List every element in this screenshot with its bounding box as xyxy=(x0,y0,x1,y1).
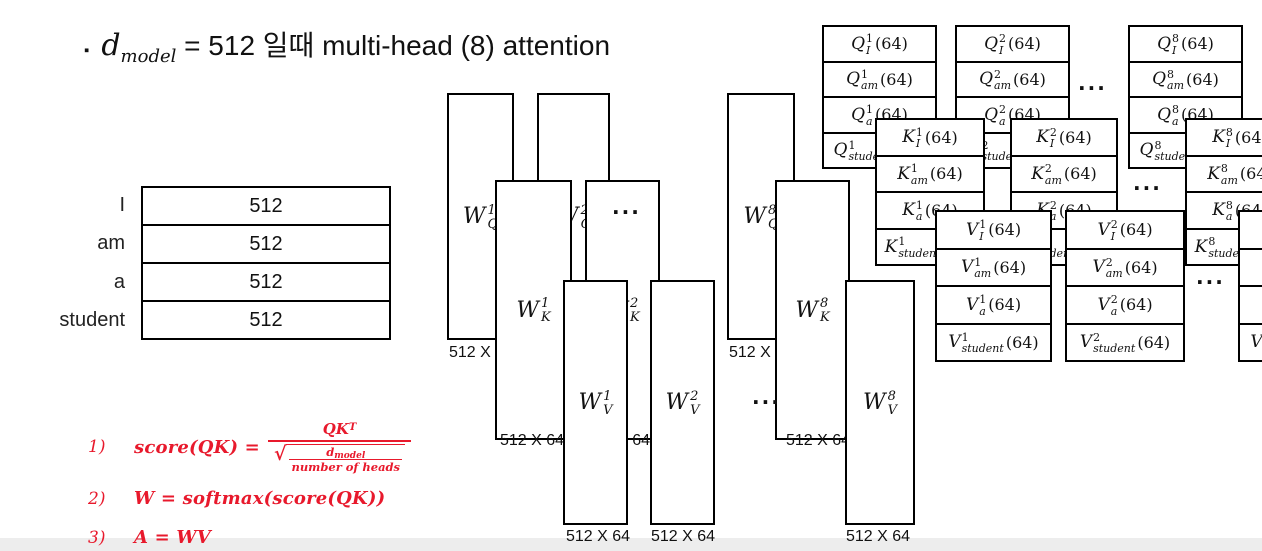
word-label: student xyxy=(59,309,125,332)
sqrt-symbol: √ xyxy=(273,443,287,465)
formula-output-text: A = WV xyxy=(134,527,211,548)
embedding-value: 512 xyxy=(249,232,283,255)
slide-title: ▪ dmodel = 512 일때 multi-head (8) attenti… xyxy=(84,24,611,67)
value-stack-head8: V8I(64)V8am(64)V8a(64) V8student(64) xyxy=(1238,210,1262,362)
title-dmodel: dmodel xyxy=(101,28,177,67)
dims-caption-wv1: 512 X 64 xyxy=(566,528,631,545)
formula-score: 1) score(QK) = QKT √ dmodel number of he… xyxy=(88,420,412,475)
formula-score-fraction: QKT √ dmodel number of heads xyxy=(267,420,412,475)
input-word-labels: I am a student xyxy=(8,186,133,340)
bottom-bar xyxy=(0,538,1262,551)
dims-caption-wk1: 512 X 64 xyxy=(500,432,565,449)
formula-output: 3) A = WV xyxy=(88,527,211,548)
matrix-cell-V8-I: V8I(64) xyxy=(1240,212,1262,250)
matrix-cell-V8-a: V8a(64) xyxy=(1240,287,1262,325)
matrix-cell-K8-I: K8I(64) xyxy=(1187,120,1262,157)
word-label: I xyxy=(119,193,125,216)
ellipsis-dots: ··· xyxy=(1196,270,1225,294)
title-text: = 512 일때 multi-head (8) attention xyxy=(176,30,611,61)
ellipsis-dots: ··· xyxy=(1078,76,1107,100)
embedding-row: 512 xyxy=(143,226,389,264)
formula-number: 2) xyxy=(88,488,106,509)
formula-score-lhs: score(QK) = xyxy=(134,436,260,458)
embedding-value: 512 xyxy=(249,308,283,331)
ellipsis-dots: ··· xyxy=(612,200,641,224)
embedding-row: 512 xyxy=(143,188,389,226)
bullet-icon: ▪ xyxy=(84,42,90,59)
embedding-value: 512 xyxy=(249,270,283,293)
embedding-value: 512 xyxy=(249,194,283,217)
formula-softmax-text: W = softmax(score(QK)) xyxy=(134,488,386,509)
embedding-table: 512 512 512 512 xyxy=(141,186,391,340)
word-label: a xyxy=(113,270,125,293)
formula-number: 1) xyxy=(88,437,106,458)
formula-softmax: 2) W = softmax(score(QK)) xyxy=(88,488,385,509)
embedding-row: 512 xyxy=(143,264,389,302)
embedding-row: 512 xyxy=(143,302,389,338)
dims-caption-wv8: 512 X 64 xyxy=(846,528,911,545)
ellipsis-dots: ··· xyxy=(1133,176,1162,200)
formula-number: 3) xyxy=(88,527,106,548)
matrix-cell-V8-student: V8student(64) xyxy=(1250,332,1262,353)
word-label: am xyxy=(97,232,125,255)
matrix-cell-V8-am: V8am(64) xyxy=(1240,250,1262,287)
ellipsis-dots: ··· xyxy=(752,390,781,414)
dims-caption-wk8: 512 X 64 xyxy=(786,432,851,449)
dims-caption-wv2: 512 X 64 xyxy=(651,528,716,545)
